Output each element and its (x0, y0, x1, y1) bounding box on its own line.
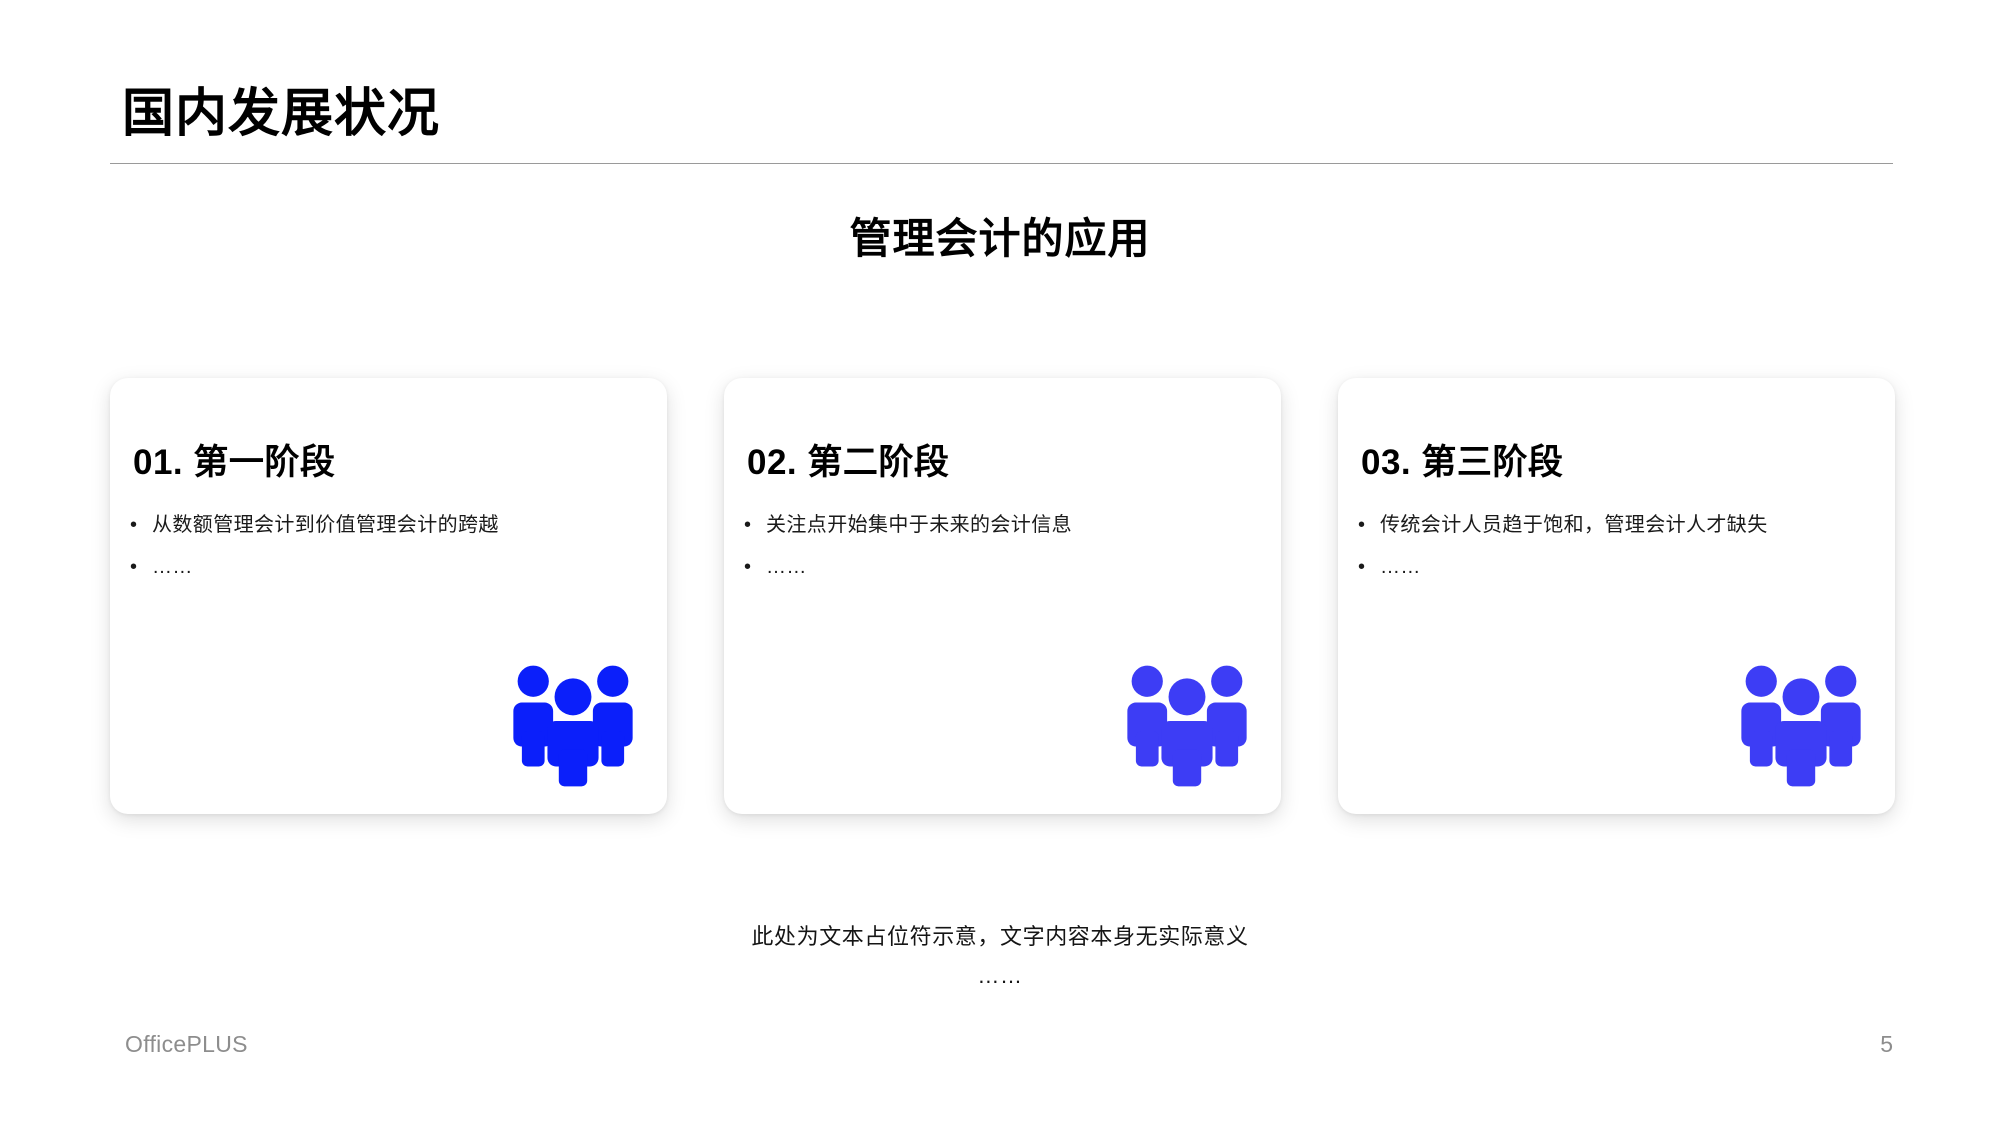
stage-card-3[interactable]: 03. 第三阶段 • 传统会计人员趋于饱和，管理会计人才缺失 • …… (1338, 378, 1895, 814)
list-item-text: …… (152, 556, 193, 578)
list-item: • …… (1358, 557, 1878, 577)
people-group-icon (1730, 650, 1872, 792)
bullet-marker-icon: • (130, 514, 138, 536)
page-number: 5 (1880, 1031, 1893, 1057)
stage-card-2-heading: 02. 第二阶段 (747, 443, 950, 482)
stage-card-3-heading: 03. 第三阶段 (1361, 443, 1564, 482)
list-item: • 从数额管理会计到价值管理会计的跨越 (130, 515, 650, 535)
footnote-line-2: …… (977, 962, 1023, 988)
list-item-text: 从数额管理会计到价值管理会计的跨越 (152, 514, 499, 536)
footnote: 此处为文本占位符示意，文字内容本身无实际意义 …… (0, 918, 2000, 995)
stage-card-row: 01. 第一阶段 • 从数额管理会计到价值管理会计的跨越 • …… (110, 378, 1895, 814)
bullet-marker-icon: • (130, 556, 138, 578)
list-item-text: 传统会计人员趋于饱和，管理会计人才缺失 (1380, 514, 1768, 536)
stage-card-3-bullets: • 传统会计人员趋于饱和，管理会计人才缺失 • …… (1358, 515, 1878, 599)
list-item-text: …… (766, 556, 807, 578)
list-item-text: …… (1380, 556, 1421, 578)
list-item-text: 关注点开始集中于未来的会计信息 (766, 514, 1072, 536)
list-item: • 关注点开始集中于未来的会计信息 (744, 515, 1264, 535)
stage-card-1-heading: 01. 第一阶段 (133, 443, 336, 482)
page-title: 国内发展状况 (122, 85, 441, 143)
people-group-icon (1116, 650, 1258, 792)
people-group-icon (502, 650, 644, 792)
list-item: • …… (744, 557, 1264, 577)
title-divider (110, 163, 1893, 164)
stage-card-1[interactable]: 01. 第一阶段 • 从数额管理会计到价值管理会计的跨越 • …… (110, 378, 667, 814)
section-subtitle: 管理会计的应用 (849, 215, 1151, 262)
bullet-marker-icon: • (744, 514, 752, 536)
list-item: • 传统会计人员趋于饱和，管理会计人才缺失 (1358, 515, 1878, 535)
stage-card-2[interactable]: 02. 第二阶段 • 关注点开始集中于未来的会计信息 • …… (724, 378, 1281, 814)
bullet-marker-icon: • (744, 556, 752, 578)
footer-brand-label: OfficePLUS (125, 1031, 248, 1057)
footnote-line-1: 此处为文本占位符示意，文字内容本身无实际意义 (751, 924, 1249, 949)
stage-card-1-bullets: • 从数额管理会计到价值管理会计的跨越 • …… (130, 515, 650, 599)
list-item: • …… (130, 557, 650, 577)
stage-card-2-bullets: • 关注点开始集中于未来的会计信息 • …… (744, 515, 1264, 599)
bullet-marker-icon: • (1358, 514, 1366, 536)
bullet-marker-icon: • (1358, 556, 1366, 578)
